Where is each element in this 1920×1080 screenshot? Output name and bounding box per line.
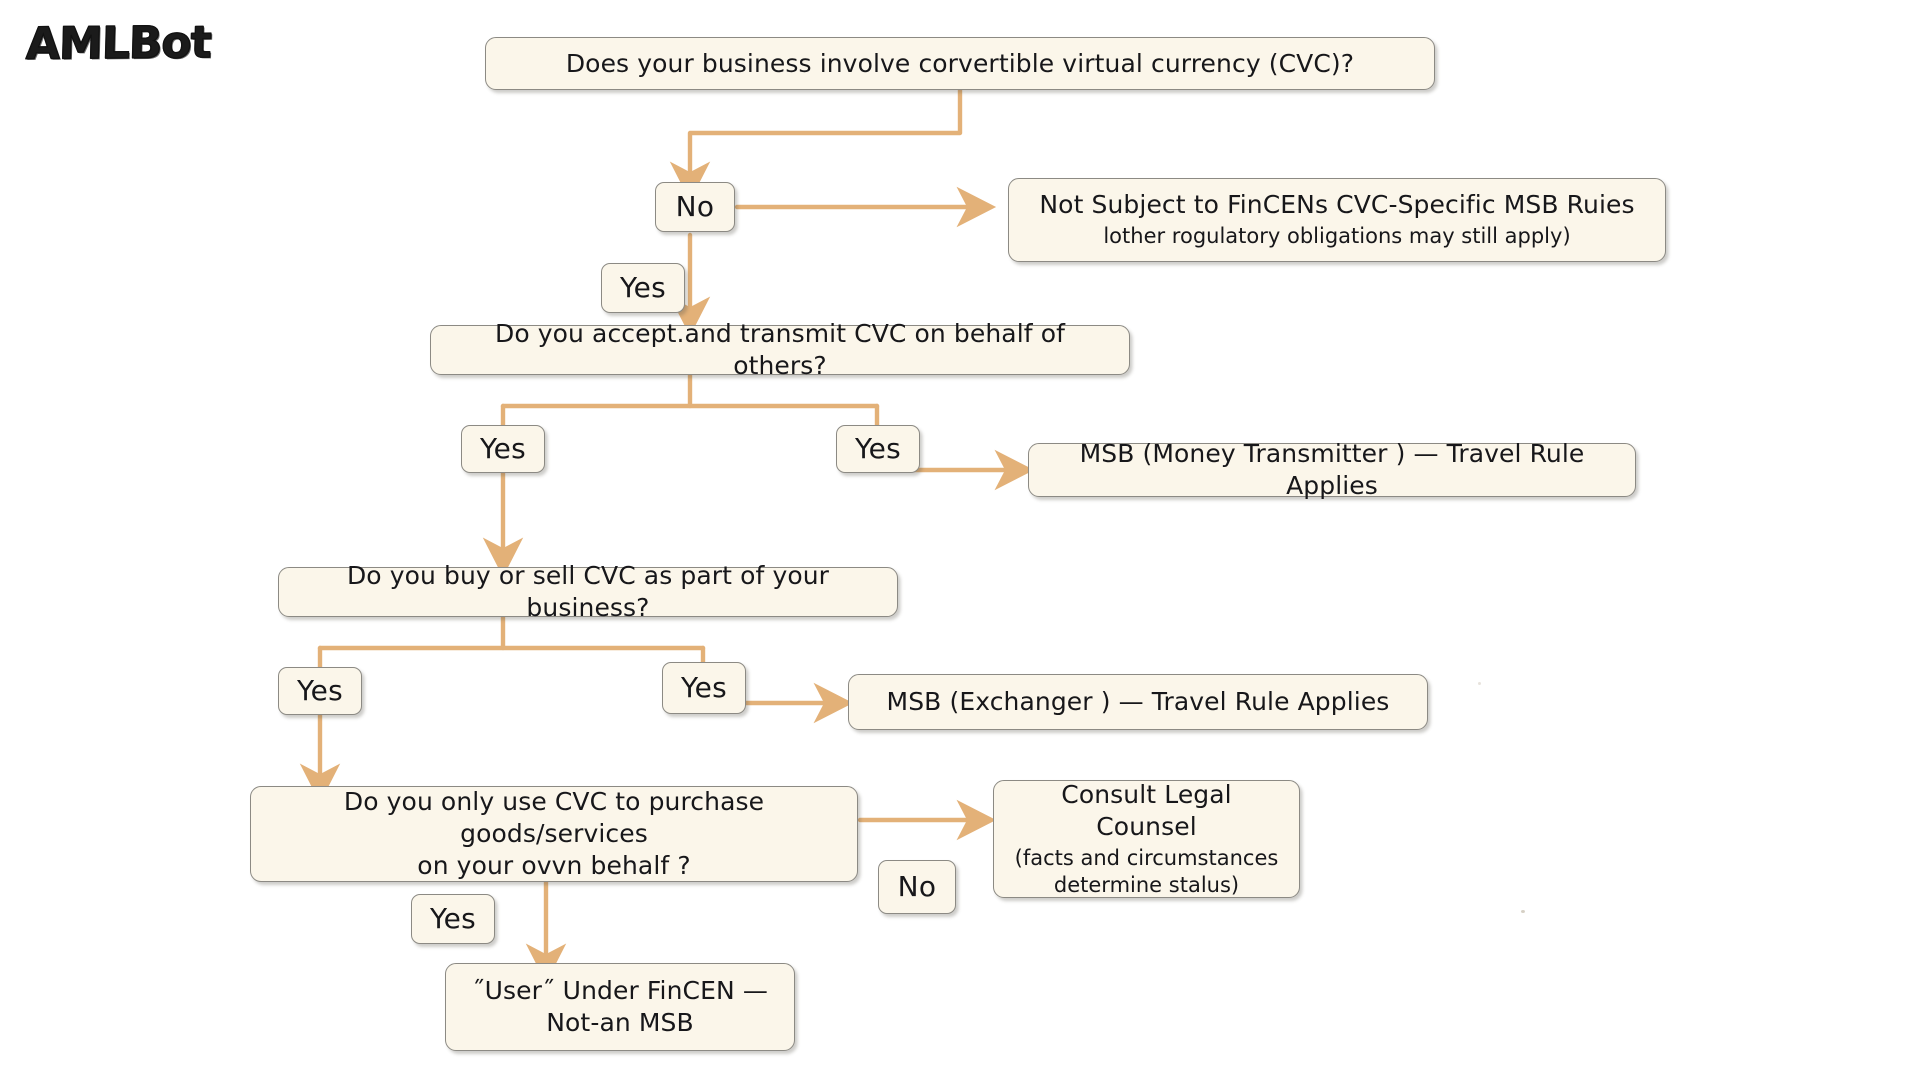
artifact-speck	[1521, 910, 1525, 913]
outcome-title: Consult Legal Counsel	[1061, 779, 1232, 841]
branch-label-no-2: No	[878, 860, 956, 914]
outcome-node-money-transmitter: MSB (Money Transmitter ) — Travel Rule A…	[1028, 439, 1636, 500]
outcome-subtext-line2: determine stalus)	[1053, 873, 1240, 897]
question-text: Do you buy or sell CVC as part of your b…	[346, 561, 830, 622]
branch-label-yes-2-right: Yes	[836, 425, 920, 473]
question-text: Do you accept.and transmit CVC on behalf…	[494, 319, 1066, 380]
branch-label-no-1: No	[655, 182, 735, 232]
branch-label-text: Yes	[854, 432, 902, 466]
question-node-cvc-involvement: Does your business involve corvertible v…	[485, 37, 1435, 90]
outcome-title: MSB (Money Transmitter ) — Travel Rule A…	[1079, 439, 1585, 500]
outcome-subtext: lother rogulatory obligations may still …	[1103, 224, 1571, 249]
branch-label-text: No	[675, 190, 715, 224]
question-text: Does your business involve corvertible v…	[565, 48, 1355, 78]
outcome-node-not-subject: Not Subject to FinCENs CVC-Specific MSB …	[1008, 178, 1666, 262]
question-text-line2: on your ovvn behalf ?	[417, 851, 691, 880]
branch-label-yes-3-left: Yes	[278, 667, 362, 715]
question-node-own-behalf: Do you only use CVC to purchase goods/se…	[250, 786, 858, 882]
wire-q1-to-no	[669, 83, 963, 202]
outcome-title: ˝User˝ Under FinCEN —	[472, 976, 768, 1005]
outcome-subtext-line1: (facts and circumstances	[1014, 845, 1279, 870]
outcome-node-consult-counsel: Consult Legal Counsel (facts and circums…	[993, 780, 1300, 898]
artifact-speck	[1478, 682, 1481, 685]
branch-label-yes-1: Yes	[601, 263, 685, 313]
branch-label-text: Yes	[429, 902, 477, 936]
outcome-title: Not Subject to FinCENs CVC-Specific MSB …	[1039, 190, 1635, 220]
branch-label-text: Yes	[680, 671, 728, 705]
outcome-title: MSB (Exchanger ) — Travel Rule Applies	[886, 687, 1390, 716]
question-node-accept-transmit: Do you accept.and transmit CVC on behalf…	[430, 319, 1130, 380]
branch-label-text: Yes	[619, 271, 667, 305]
branch-label-text: Yes	[296, 674, 344, 708]
question-text-line1: Do you only use CVC to purchase goods/se…	[343, 787, 765, 848]
branch-label-text: No	[897, 870, 937, 904]
outcome-node-user-not-msb: ˝User˝ Under FinCEN — Not-an MSB	[445, 963, 795, 1051]
branch-label-yes-3-right: Yes	[662, 662, 746, 714]
brand-logo: AMLBot	[25, 17, 212, 71]
branch-label-yes-2-left: Yes	[461, 425, 545, 473]
branch-label-text: Yes	[479, 432, 527, 466]
branch-label-yes-4: Yes	[411, 894, 495, 944]
outcome-subtext: Not-an MSB	[546, 1008, 694, 1037]
outcome-node-exchanger: MSB (Exchanger ) — Travel Rule Applies	[848, 674, 1428, 730]
question-node-buy-sell: Do you buy or sell CVC as part of your b…	[278, 561, 898, 622]
